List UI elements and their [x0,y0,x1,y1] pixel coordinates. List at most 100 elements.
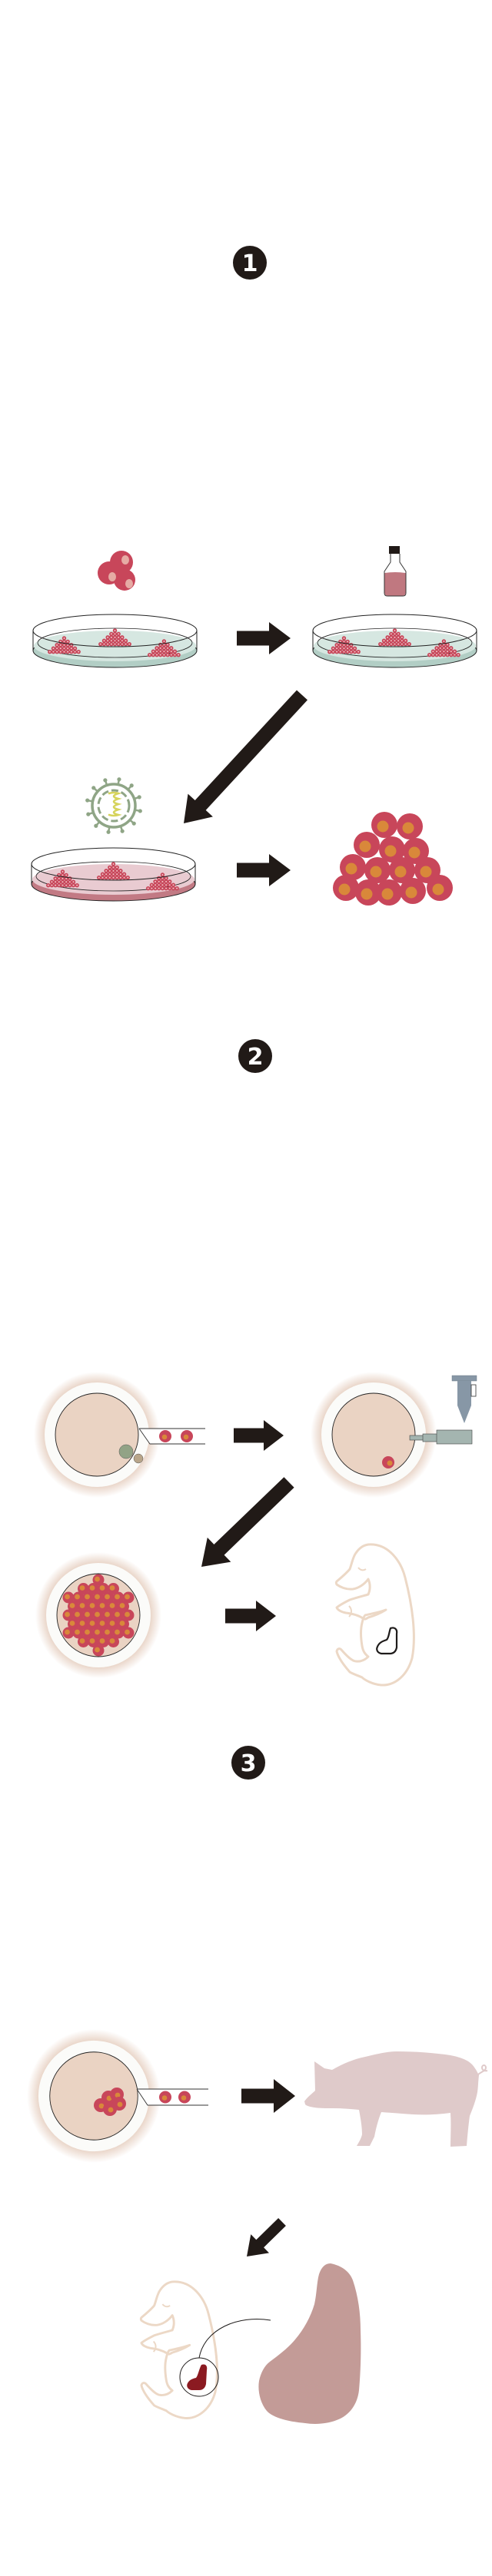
blastomere-nucleus [125,1594,130,1600]
colony-cell-nucleus [161,887,164,889]
culture-medium-bottle-icon [384,546,407,597]
pipette-outline [138,1428,205,1445]
colony-cell-nucleus [447,654,449,656]
colony-cell-nucleus [454,654,456,656]
donor-cell-nucleus [183,1434,189,1440]
colony-cell-nucleus [147,887,149,889]
colony-cell-nucleus [343,644,345,646]
oocyte-cytoplasm [55,1392,139,1477]
colony-cell-nucleus [112,869,115,872]
colony-cell-nucleus [155,884,157,886]
colony-cell-nucleus [59,651,62,653]
colony-cell-nucleus [59,644,62,646]
colony-cell-nucleus [436,654,438,656]
colony-cell-nucleus [62,874,64,876]
cell-nucleus [405,886,417,899]
colony-cell-nucleus [156,654,158,656]
dish-inner-rim [35,861,191,892]
colony-cell-nucleus [55,877,57,879]
colony-cell-nucleus [112,866,115,869]
colony-cell-nucleus [63,647,65,650]
colony-cell-nucleus [65,877,68,879]
cell-colony [427,639,460,657]
blastomere-nucleus [105,1629,110,1635]
colony-cell-nucleus [65,884,68,886]
colony-cell-nucleus [390,643,392,645]
colony-cell-nucleus [151,887,153,889]
blastomere-nucleus [85,1594,90,1600]
blastomere-nucleus [99,1621,105,1626]
blastomere-nucleus [109,1621,115,1626]
colony-cell-nucleus [170,654,172,656]
colony-cell-nucleus [99,643,101,645]
cell-nucleus [338,883,351,896]
virus-envelope [91,783,137,829]
polar-body-tan [133,1453,144,1464]
blastomere-nucleus [105,1594,110,1600]
colony-cell-nucleus [116,866,118,869]
colony-cell-nucleus [439,654,441,656]
virus-spike-knob [137,795,141,800]
colony-cell-nucleus [159,654,161,656]
cell-nucleus [432,883,444,896]
virus-spike-knob [117,777,121,782]
step-2-badge-circle [238,1039,272,1073]
cell-colony [97,862,130,880]
colony-cell-nucleus [390,636,392,638]
embryo-held-for-injection [311,1372,437,1498]
cell-nucleus [359,840,371,853]
colony-cell-nucleus [156,651,158,653]
colony-cell-nucleus [127,876,129,879]
colony-cell-nucleus [443,644,445,646]
colony-cell-nucleus [121,636,123,638]
colony-cell-nucleus [167,654,169,656]
colony-cell-nucleus [436,647,438,649]
blastomere-nucleus [75,1629,80,1635]
colony-cell-nucleus [332,647,334,650]
cell-nucleus [377,820,389,833]
colony-cell-nucleus [336,651,338,653]
blastomere-nucleus [79,1585,85,1591]
colony-cell-nucleus [123,873,125,876]
colony-cell-nucleus [394,640,396,642]
colony-cell-nucleus [450,654,452,656]
step-1-badge-circle [233,246,267,280]
colony-cell-nucleus [394,643,396,645]
colony-cell-nucleus [125,640,127,642]
colony-cell-nucleus [156,647,158,649]
blastomere-nucleus [69,1621,75,1626]
colony-cell-nucleus [454,651,456,653]
colony-cell-nucleus [457,654,460,656]
colony-cell-nucleus [65,874,68,876]
colony-cell-nucleus [168,884,171,886]
colony-cell-nucleus [332,651,334,653]
colony-cell-nucleus [116,876,118,879]
colony-cell-nucleus [52,651,55,653]
colony-cell-nucleus [168,887,171,889]
colony-cell-nucleus [128,643,131,645]
colony-cell-nucleus [114,636,116,638]
blastomere-nucleus [109,1585,115,1591]
colony-cell-nucleus [357,651,360,653]
blastomere-nucleus [79,1603,85,1608]
colony-cell-nucleus [74,651,76,653]
pipette-body [139,1429,205,1444]
blastomere-nucleus [115,1611,120,1617]
arrow-right-icon [237,854,291,886]
colony-cell-nucleus [101,876,104,879]
colony-cell-nucleus [110,640,112,642]
colony-cell-nucleus [168,880,171,882]
colony-cell-nucleus [165,887,168,889]
dish-inner-rim [37,627,193,658]
blastomere-nucleus [119,1603,125,1608]
colony-cell-nucleus [78,651,80,653]
virus-spike-knob [103,778,108,783]
colony-cell-nucleus [101,873,104,876]
colony-cell-nucleus [404,643,407,645]
colony-cell-nucleus [72,884,75,886]
colony-cell-nucleus [63,637,65,639]
colony-cell-nucleus [119,869,121,872]
colony-cell-nucleus [114,630,116,631]
step-1-number: 1 [242,250,258,277]
blastomere-nucleus [79,1621,85,1626]
